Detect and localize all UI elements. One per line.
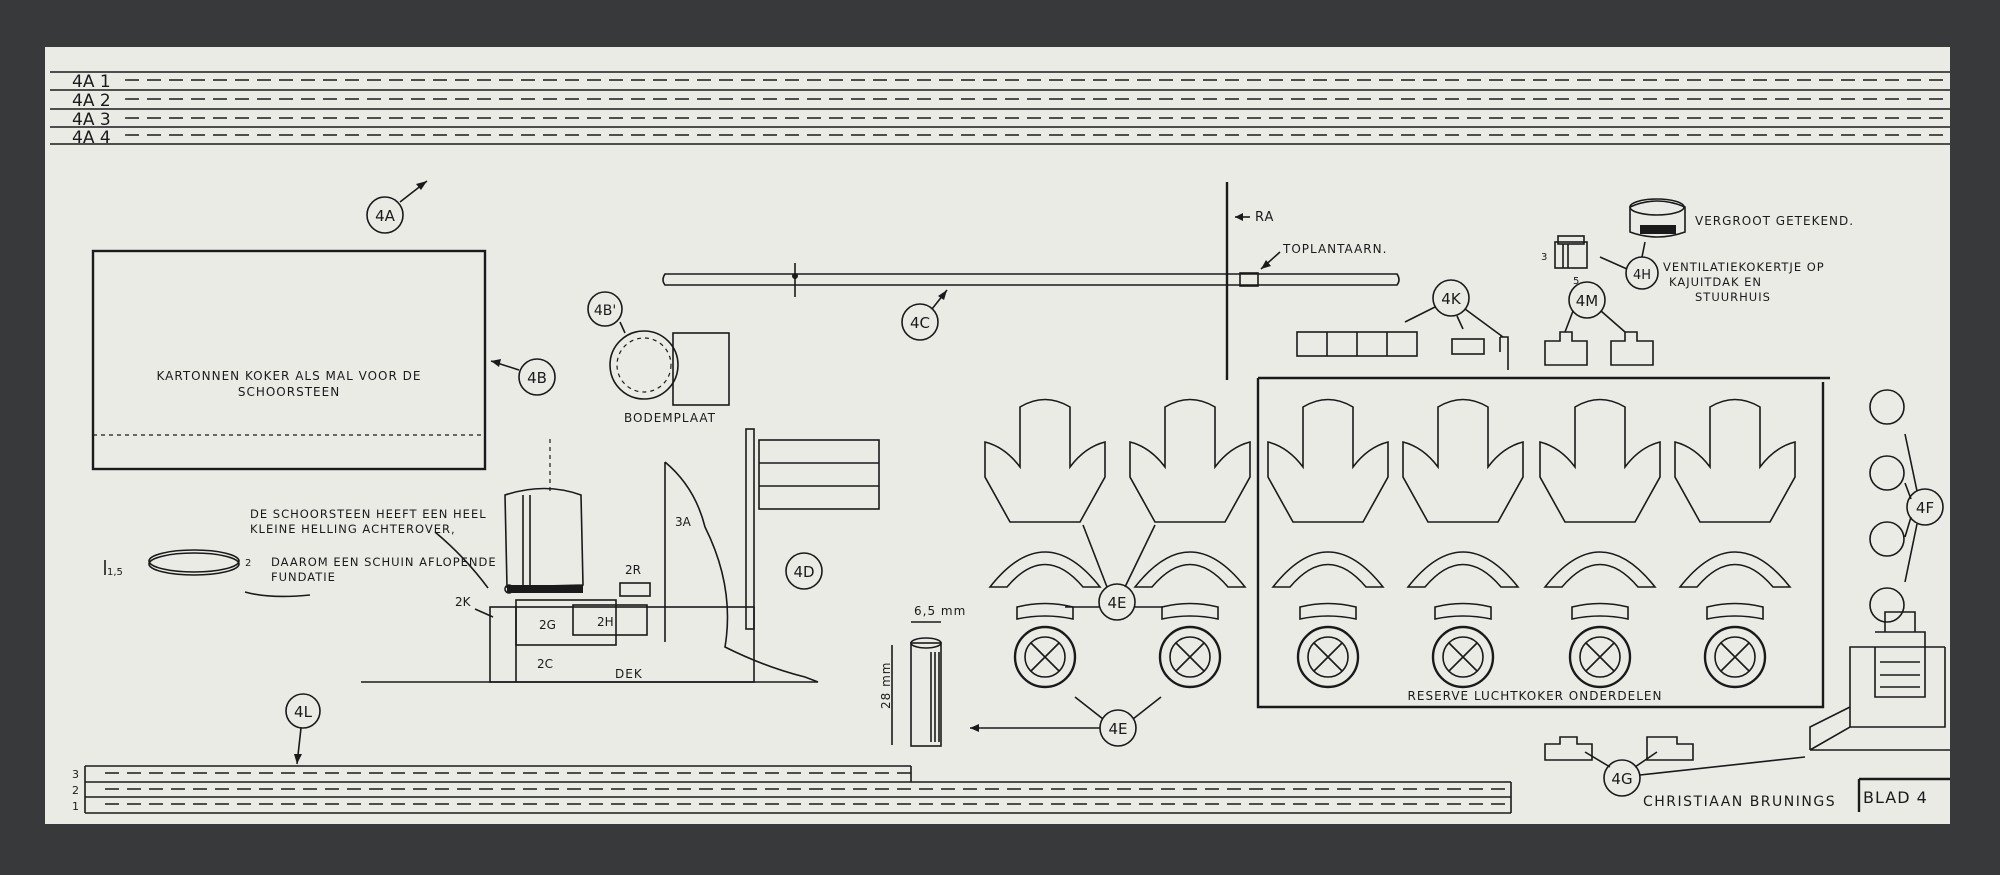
part-4h: VERGROOT GETEKEND. 3 5 4H VENTILATIEKOKE… (1541, 198, 1854, 304)
part-4k: 4K (1296, 279, 1509, 370)
part-4b-cardboard: KARTONNEN KOKER ALS MAL VOOR DE SCHOORST… (91, 249, 556, 471)
schoorsteen-note-1: DE SCHOORSTEEN HEEFT EEN HEEL (250, 507, 487, 521)
toplantaarn-label: TOPLANTAARN. (1282, 242, 1387, 256)
schuin-note-1: DAAROM EEN SCHUIN AFLOPENDE (271, 555, 497, 569)
blad-label: BLAD 4 (1863, 788, 1928, 807)
bodemplaat-label: BODEMPLAAT (624, 411, 716, 425)
part-2g-label: 2G (539, 618, 556, 632)
reserve-label: RESERVE LUCHTKOKER ONDERDELEN (1408, 689, 1663, 703)
callout-4a: 4A (366, 180, 428, 234)
part-2c-label: 2C (537, 657, 553, 671)
dek-label: DEK (615, 667, 643, 681)
small-cylinder: 6,5 mm 28 mm (879, 604, 966, 747)
bottom-strip-label-3: 3 (72, 768, 79, 781)
strip-label-4: 4A 4 (72, 128, 111, 148)
koker-label-2: SCHOORSTEEN (238, 385, 340, 399)
strip-label-3: 4A 3 (72, 110, 111, 130)
koker-label-1: KARTONNEN KOKER ALS MAL VOOR DE (157, 369, 422, 383)
part-4b1-bodemplaat: 4B' BODEMPLAAT (587, 291, 730, 425)
schuin-note-2: FUNDATIE (271, 570, 336, 584)
fan-part (1129, 398, 1251, 689)
callout-4l: 4L (294, 703, 313, 721)
callout-4g: 4G (1611, 770, 1632, 788)
part-4d-flag: 4D (745, 428, 880, 630)
callout-4m: 4M (1576, 292, 1599, 310)
callout-4d: 4D (793, 563, 814, 581)
sheet-number: BLAD 4 (1857, 777, 1950, 812)
dim-1-5-label: 1,5 (107, 567, 123, 578)
reserve-box: RESERVE LUCHTKOKER ONDERDELEN (1256, 376, 1830, 709)
fan-part (1402, 398, 1524, 689)
bottom-strip-label-1: 1 (72, 800, 79, 813)
fans-right (1267, 398, 1796, 689)
funnel-assembly: DEK 2G 2H 2C 2K 2R 3A DE SCHOORSTEEN HEE… (244, 439, 819, 683)
part-2h-label: 2H (597, 615, 614, 629)
callout-4e-1: 4E (1107, 594, 1126, 612)
fan-part (1674, 398, 1796, 689)
ventilatie-label-3: STUURHUIS (1695, 290, 1771, 304)
dim-3-label: 3 (1541, 252, 1547, 263)
top-strips: 4A 1 4A 2 4A 3 4A 4 (50, 71, 1950, 148)
callout-4e-group: 4E 4E (970, 524, 1163, 747)
part-4g: 4G (1544, 611, 1950, 797)
dim-65-label: 6,5 mm (914, 604, 966, 618)
ventilatie-label-1: VENTILATIEKOKERTJE OP (1663, 260, 1825, 274)
strip-label-1: 4A 1 (72, 72, 111, 92)
author-label: CHRISTIAAN BRUNINGS (1643, 794, 1836, 810)
bottom-strips: 3 2 1 4L (72, 693, 1512, 814)
ra-label: RA (1255, 210, 1274, 225)
part-2r-label: 2R (625, 563, 641, 577)
callout-4e-2: 4E (1108, 720, 1127, 738)
fan-part (984, 398, 1106, 689)
ring-detail: 1,5 2 (104, 549, 251, 578)
part-4c-yard: RA TOPLANTAARN. 4C (662, 182, 1400, 380)
fan-part (1267, 398, 1389, 689)
callout-4k: 4K (1441, 290, 1462, 308)
dim-5-label: 5 (1573, 276, 1579, 287)
part-3a-label: 3A (675, 515, 692, 529)
part-4m: 4M (1544, 281, 1654, 366)
drawing-sheet: 4A 1 4A 2 4A 3 4A 4 4A KARTONNEN KOKER A… (45, 47, 1950, 824)
callout-4b: 4B (527, 369, 547, 387)
fans-left (984, 398, 1251, 689)
ventilatie-label-2: KAJUITDAK EN (1669, 275, 1762, 289)
part-2k-label: 2K (455, 595, 472, 609)
bottom-strip-label-2: 2 (72, 784, 79, 797)
part-4f: 4F (1869, 389, 1944, 623)
callout-4c: 4C (910, 314, 930, 332)
callout-4b1: 4B' (594, 303, 616, 319)
fan-part (1539, 398, 1661, 689)
strip-label-2: 4A 2 (72, 91, 111, 111)
vergroot-label: VERGROOT GETEKEND. (1695, 214, 1854, 228)
svg-text:4A: 4A (375, 207, 396, 225)
technical-drawing: 4A 1 4A 2 4A 3 4A 4 4A KARTONNEN KOKER A… (50, 71, 1950, 814)
schoorsteen-note-2: KLEINE HELLING ACHTEROVER, (250, 522, 456, 536)
dim-28-label: 28 mm (879, 662, 893, 709)
callout-4f: 4F (1916, 499, 1934, 517)
dim-2-label: 2 (245, 558, 251, 569)
callout-4h: 4H (1633, 268, 1651, 283)
